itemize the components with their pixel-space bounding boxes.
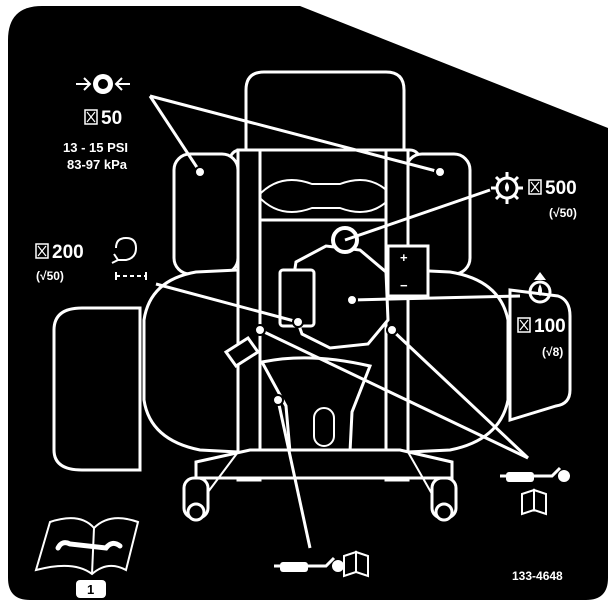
tire-pressure-kpa: 83-97 kPa (67, 157, 128, 172)
callout-lines (148, 94, 530, 549)
seat-back (244, 70, 406, 162)
engine-oil-first-service: (√8) (542, 345, 563, 359)
grease-point-1 (254, 324, 266, 336)
grease-callout-3 (276, 399, 312, 549)
air-cleaner-callout-group: 200 (√50) (35, 236, 147, 283)
tire-pressure-callout: 50 13 - 15 PSI 83-97 kPa (63, 74, 130, 172)
right-side-shield (508, 288, 572, 423)
tire-point-right (434, 166, 446, 178)
air-cleaner-hours: 200 (52, 242, 84, 263)
battery-plus: + (400, 250, 408, 265)
left-caster-hub (186, 502, 206, 522)
tire-hours: 50 (101, 108, 122, 129)
tire-pressure-icon (76, 74, 130, 94)
oil-filter-callout (344, 188, 491, 242)
engine-oil-point (346, 294, 358, 306)
manual-book-icon (521, 488, 547, 516)
manual-book-icon (343, 550, 369, 578)
right-caster-hub (434, 502, 454, 522)
air-cleaner-icon (111, 236, 147, 280)
oil-can-icon (528, 272, 552, 304)
oil-filter-first-service: (√50) (549, 206, 577, 220)
grease-point-2 (386, 324, 398, 336)
operator-manual-wrench-icon (34, 517, 140, 576)
grease-callout-1 (259, 328, 529, 460)
engine-oil-callout-group: 100 (√8) (517, 272, 566, 359)
left-side-shield (52, 306, 142, 472)
manual-number-badge (76, 580, 106, 598)
engine-oil-hours: 100 (534, 316, 566, 337)
platform-slot (313, 407, 335, 447)
hourglass-icon (517, 317, 531, 333)
tire-point-left (194, 166, 206, 178)
air-cleaner-point (292, 316, 304, 328)
engine-oil-callout (351, 294, 521, 302)
left-deck (142, 268, 240, 454)
hourglass-icon (84, 109, 98, 125)
grease-point-3 (272, 394, 284, 406)
battery-minus: − (400, 278, 408, 293)
air-cleaner-first-service: (√50) (36, 269, 64, 283)
left-frame-rail (236, 148, 262, 482)
right-frame-rail (384, 148, 410, 482)
tire-callout-left (148, 95, 202, 173)
hourglass-icon (528, 179, 542, 195)
grease-gun-icon (274, 556, 344, 572)
control-lever (223, 335, 261, 369)
grease-callout-2 (390, 328, 530, 460)
air-cleaner-callout (155, 282, 299, 324)
battery (386, 244, 430, 298)
mower-illustration: + − (52, 70, 572, 522)
oil-filter-callout-group: 500 (√50) (491, 172, 577, 220)
oil-filter-gear-icon (491, 172, 523, 204)
lower-frame (194, 448, 454, 480)
tire-pressure-psi: 13 - 15 PSI (63, 140, 128, 155)
oil-filter-hours: 500 (545, 178, 577, 199)
grease-gun-icon (500, 466, 570, 482)
hourglass-icon (35, 243, 49, 259)
part-number: 133-4648 (512, 569, 563, 583)
right-deck (406, 268, 510, 454)
manual-number: 1 (87, 582, 94, 597)
tire-callout-right (149, 94, 441, 174)
